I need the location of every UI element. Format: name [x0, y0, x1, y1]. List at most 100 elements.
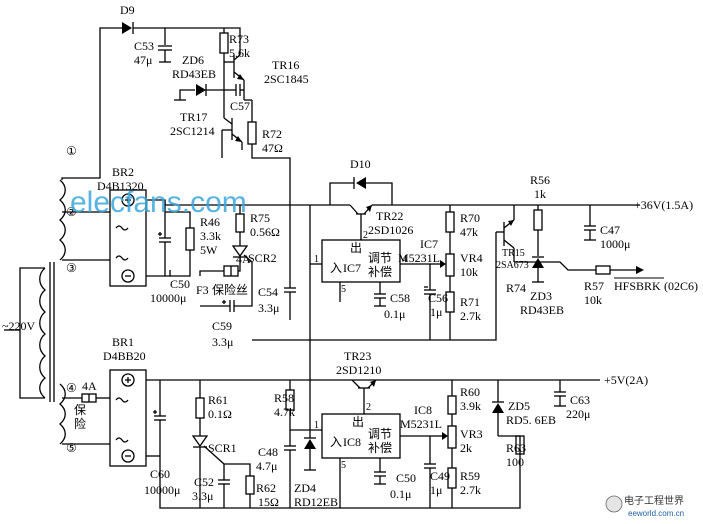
ic7-pin5: 5 — [341, 284, 346, 295]
c58-value: 0.1μ — [384, 307, 405, 321]
zd3-value: RD43EB — [520, 303, 564, 317]
potentiometer-vr3 — [429, 425, 457, 468]
r74-label: R74 — [506, 281, 526, 295]
c50-small-label: C50 — [396, 471, 416, 485]
c60-value: 10000μ — [144, 483, 180, 497]
r72-label: R72 — [262, 127, 282, 141]
c56-value: 1μ — [430, 305, 442, 319]
d9-label: D9 — [120, 3, 135, 17]
c48-label: C48 — [258, 445, 278, 459]
scr-scr1 — [191, 435, 225, 508]
c58-label: C58 — [390, 291, 410, 305]
c53-value: 47μ — [134, 53, 152, 67]
resistor-r63 — [515, 435, 525, 455]
capacitor-c56 — [424, 286, 436, 340]
vr4-label: VR4 — [460, 251, 483, 265]
ic7-pin4: 4 — [402, 254, 407, 265]
r46-label: R46 — [200, 215, 220, 229]
c49-label: C49 — [430, 469, 450, 483]
capacitor-c59 — [200, 300, 253, 312]
hfsbrk-label: HFSBRK — [614, 279, 661, 293]
ic8-out: 出 — [352, 415, 364, 429]
r59-value: 2.7k — [460, 483, 481, 497]
ic8-value: M5231L — [400, 417, 442, 431]
resistor-r75 — [235, 205, 245, 246]
ic-ic7 — [309, 205, 430, 302]
f1-text-1: 保 — [74, 403, 86, 417]
capacitor-c50-main — [158, 230, 171, 276]
c59-value: 3.3μ — [212, 335, 233, 349]
c48-value: 4.7μ — [256, 459, 277, 473]
diode-d9 — [122, 22, 241, 55]
capacitor-c60 — [153, 380, 166, 456]
br2-label: BR2 — [112, 165, 134, 179]
c47-value: 1000μ — [600, 237, 630, 251]
r63-label: R63 — [506, 441, 526, 455]
br1-label: BR1 — [112, 335, 134, 349]
resistor-r46 — [165, 211, 195, 277]
ic-ic8 — [321, 413, 430, 508]
tr23-value: 2SD1210 — [336, 363, 381, 377]
capacitor-c53 — [158, 28, 172, 63]
r73-label: R73 — [229, 32, 249, 46]
hfsbrk-suffix: (02C6) — [664, 279, 698, 293]
r57-value: 10k — [584, 293, 602, 307]
c54-value: 3.3μ — [258, 301, 279, 315]
resistor-r61 — [195, 380, 205, 436]
transistor-tr15 — [496, 205, 515, 262]
ic8-name: IC8 — [343, 435, 361, 449]
capacitor-c63 — [554, 380, 566, 407]
r46-value: 3.3k — [200, 229, 221, 243]
r56-label: R56 — [530, 173, 550, 187]
tr22-label: TR22 — [376, 209, 403, 223]
zd3-label: ZD3 — [530, 289, 552, 303]
out5-label: +5V(2A) — [604, 373, 648, 387]
c50-small-value: 0.1μ — [390, 487, 411, 501]
r73-value: 5.6k — [229, 46, 250, 60]
out36-label: +36V(1.5A) — [634, 198, 693, 212]
ac-input-label: ~220V — [2, 319, 35, 333]
resistor-r62 — [224, 463, 255, 508]
r72-value: 47Ω — [262, 141, 283, 155]
zd4-value: RD12EB — [294, 495, 338, 509]
resistor-r73 — [219, 28, 229, 62]
c63-value: 220μ — [566, 407, 590, 421]
d9-feed-wire — [61, 27, 122, 261]
ic8-comp: 补偿 — [368, 440, 392, 455]
r70-value: 47k — [460, 225, 478, 239]
r58-label: R58 — [274, 391, 294, 405]
c54-label: C54 — [258, 285, 278, 299]
zd6-value: RD43EB — [172, 67, 216, 81]
fuse-f1 — [62, 393, 110, 445]
r60-label: R60 — [460, 385, 480, 399]
resistor-r59 — [447, 467, 457, 508]
transformer — [4, 179, 66, 445]
resistor-r70 — [445, 205, 455, 254]
resistor-r56 — [533, 205, 543, 256]
ic7-value: M5231L — [398, 251, 440, 265]
transistor-tr17 — [221, 117, 243, 158]
ic8-pin5: 5 — [341, 460, 346, 471]
bridge-br1 — [109, 369, 147, 467]
zener-zd4 — [304, 430, 316, 471]
resistor-r71 — [445, 291, 455, 340]
c57-label: C57 — [230, 99, 250, 113]
c63-label: C63 — [570, 393, 590, 407]
r61-label: R61 — [208, 393, 228, 407]
f3-value: 4A — [236, 252, 251, 266]
capacitor-c49 — [424, 463, 436, 508]
f3-label: F3 — [196, 283, 209, 297]
r57-label: R57 — [584, 279, 604, 293]
r75-value: 0.56Ω — [250, 225, 280, 239]
zd4-label: ZD4 — [294, 481, 316, 495]
r59-label: R59 — [460, 469, 480, 483]
eeworld-logo: 电子工程世界 eeworld.com.cn — [605, 494, 684, 518]
c47-label: C47 — [600, 223, 620, 237]
c50-main-value: 10000μ — [150, 291, 186, 305]
r56-value: 1k — [534, 187, 546, 201]
tr16-value: 2SC1845 — [264, 72, 309, 86]
c52-value: 3.3μ — [192, 489, 213, 503]
br2-value: D4B1320 — [97, 179, 144, 193]
d10-label: D10 — [350, 157, 371, 171]
